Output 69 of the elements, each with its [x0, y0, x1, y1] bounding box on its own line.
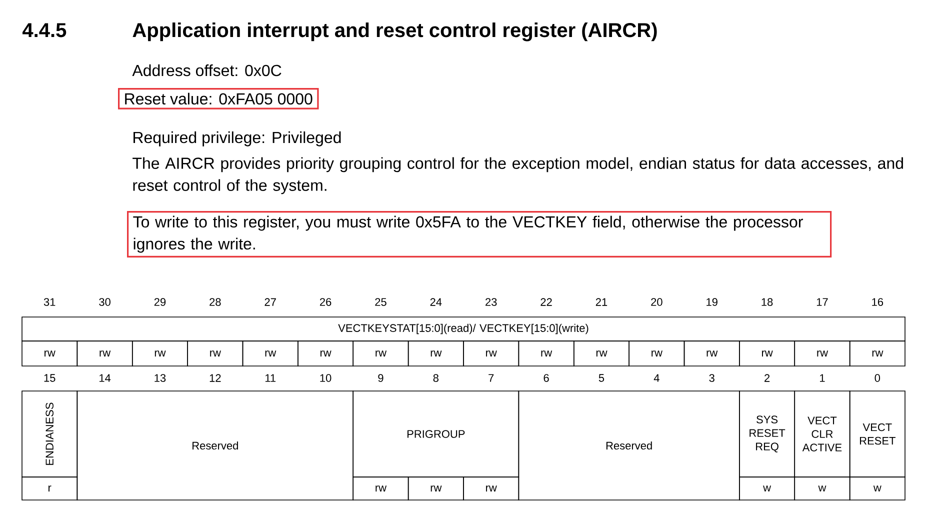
field-cell: Reserved — [76, 390, 354, 500]
bit-number: 2 — [764, 374, 770, 382]
access-cell: rw — [352, 340, 409, 366]
bit-number: 28 — [210, 298, 221, 306]
access-cell: w — [739, 476, 796, 500]
field-cell: VECT CLR ACTIVE — [794, 390, 850, 478]
access-cell: rw — [794, 340, 850, 366]
section-number: 4.4.5 — [22, 23, 66, 38]
bit-number: 5 — [598, 374, 604, 382]
access-cell: rw — [739, 340, 796, 366]
bit-number: 20 — [651, 298, 662, 306]
field-cell: VECTKEYSTAT[15:0](read)/ VECTKEY[15:0](write) — [22, 316, 906, 342]
bit-number: 25 — [375, 298, 386, 306]
bit-number: 10 — [320, 374, 332, 382]
access-cell: rw — [573, 340, 630, 366]
bit-number: 9 — [378, 374, 384, 382]
access-cell: rw — [408, 476, 464, 500]
field-cell: SYS RESET REQ — [739, 390, 796, 478]
access-cell: rw — [628, 340, 685, 366]
access-cell: r — [22, 476, 78, 500]
bit-number: 26 — [320, 298, 332, 306]
highlight-box: To write to this register, you must write 0x5FA to the VECTKEY field, otherwise the processor ignores the write. — [127, 211, 832, 258]
access-cell: rw — [463, 340, 520, 366]
access-cell: rw — [298, 340, 354, 366]
bit-number: 1 — [820, 374, 825, 382]
bit-number: 13 — [154, 374, 166, 382]
body-text: Required privilege: Privileged — [134, 131, 341, 146]
heading: Application interrupt and reset control register (AIRCR) — [132, 22, 657, 42]
field-cell: VECT RESET — [849, 390, 906, 478]
access-cell: rw — [518, 340, 574, 366]
access-cell: rw — [187, 340, 244, 366]
bit-number: 17 — [816, 298, 828, 306]
field-cell: Reserved — [518, 390, 740, 500]
bit-number: 4 — [654, 374, 660, 382]
bit-number: 27 — [264, 298, 276, 306]
bit-number: 19 — [706, 298, 718, 306]
field-cell: PRIGROUP — [352, 390, 520, 478]
bit-number: 12 — [210, 374, 221, 382]
bit-number: 29 — [154, 298, 166, 306]
bit-number: 22 — [540, 298, 552, 306]
bit-number: 6 — [544, 374, 549, 382]
bit-number: 31 — [44, 298, 56, 306]
field-cell: ENDIANESS — [22, 390, 78, 478]
access-cell: w — [794, 476, 850, 500]
access-cell: rw — [684, 340, 740, 366]
access-cell: rw — [408, 340, 464, 366]
bit-number: 0 — [874, 374, 880, 382]
paragraph: The AIRCR provides priority grouping control for the exception model, endian status for data accesses, and reset control of the system. — [132, 157, 903, 194]
access-cell: rw — [22, 340, 78, 366]
access-cell: rw — [76, 340, 133, 366]
access-cell: w — [849, 476, 906, 500]
bit-number: 15 — [44, 374, 56, 382]
bit-number: 30 — [99, 298, 110, 306]
access-cell: rw — [352, 476, 409, 500]
bit-number: 11 — [265, 374, 276, 382]
highlight-box: Reset value: 0xFA05 0000 — [118, 88, 319, 110]
access-cell: rw — [849, 340, 906, 366]
access-cell: rw — [242, 340, 298, 366]
bit-number: 21 — [596, 298, 608, 306]
bit-number: 3 — [709, 374, 714, 382]
bit-number: 24 — [430, 298, 442, 306]
bit-number: 7 — [488, 374, 494, 382]
bit-number: 18 — [762, 298, 773, 306]
bit-number: 16 — [872, 298, 884, 306]
access-cell: rw — [132, 340, 188, 366]
access-cell: rw — [463, 476, 520, 500]
bit-number: 14 — [100, 374, 111, 382]
bit-number: 23 — [486, 298, 497, 306]
bit-number: 8 — [433, 374, 438, 382]
